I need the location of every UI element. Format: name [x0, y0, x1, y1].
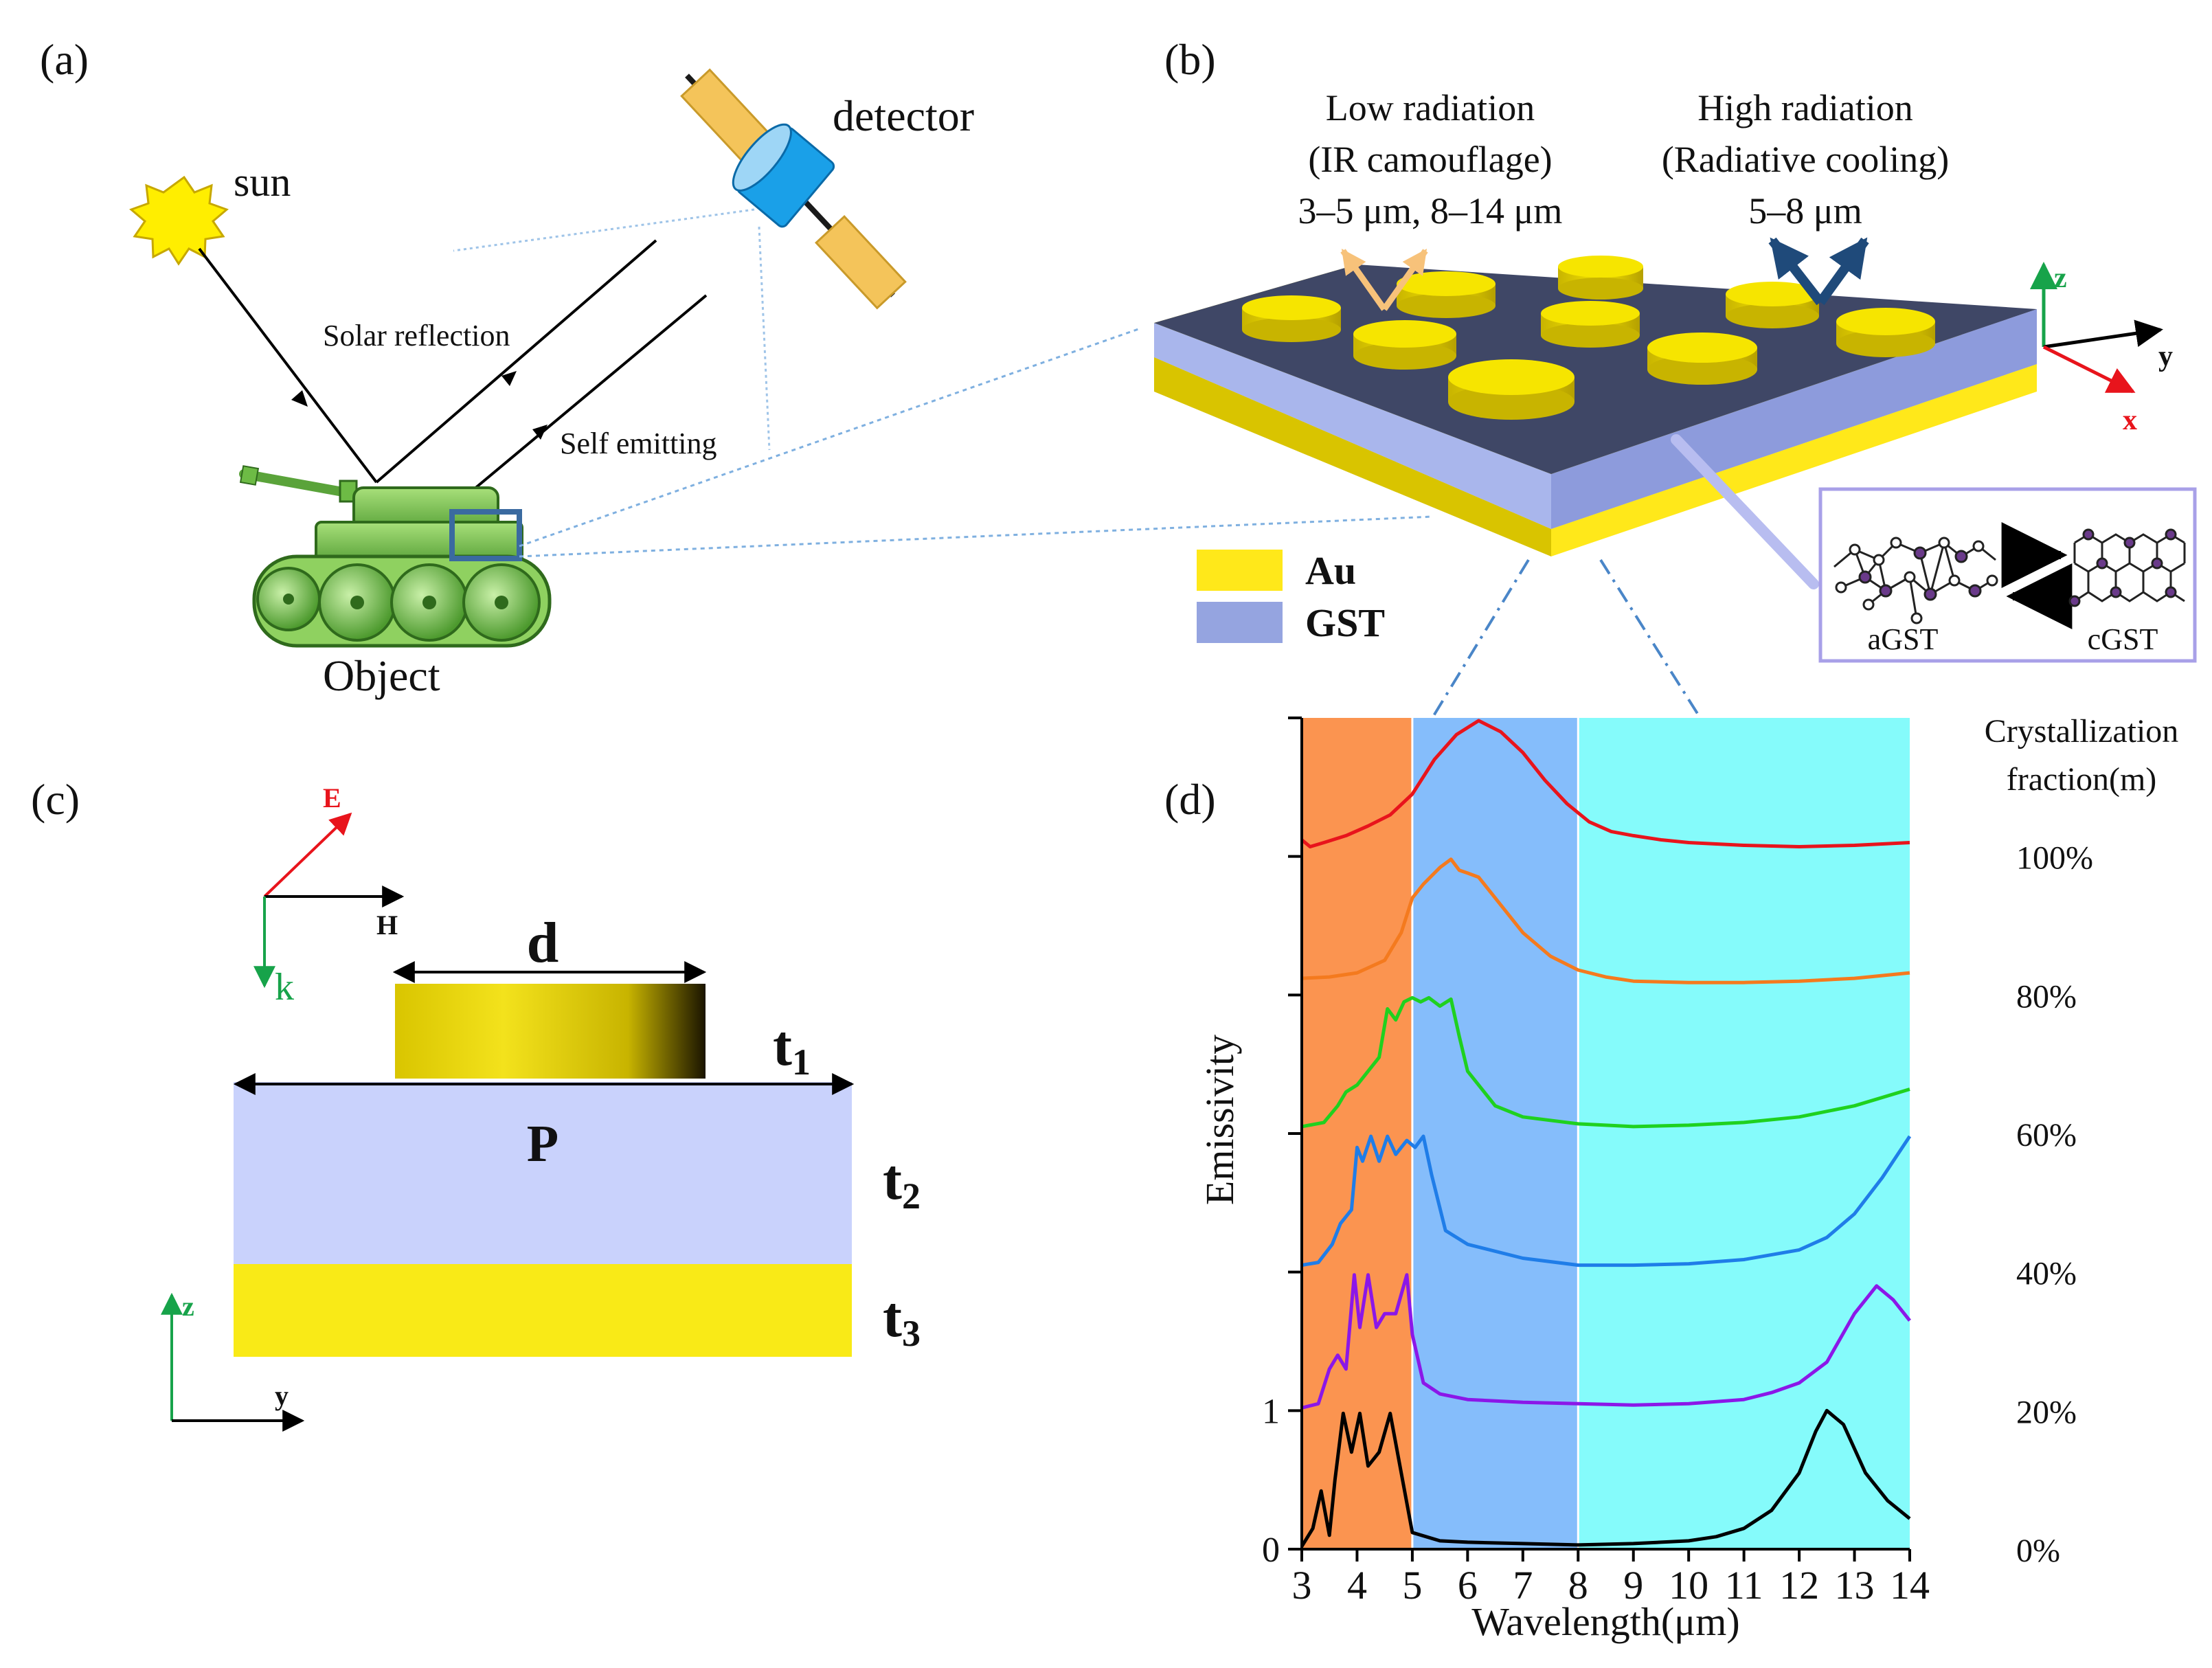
au-discs: [1242, 256, 1935, 420]
axis-y-label: y: [2158, 341, 2173, 372]
y-tick-label: 0: [1262, 1531, 1280, 1570]
curve-100pct: [1300, 719, 1910, 848]
x-tick-label: 5: [1402, 1563, 1422, 1608]
solar-reflection-label: Solar reflection: [323, 319, 510, 352]
P-label: P: [527, 1115, 558, 1173]
fraction-label: 40%: [2016, 1256, 2077, 1292]
d-label: d: [527, 911, 559, 975]
aGST-label: aGST: [1868, 622, 1939, 656]
gst-spacer: [234, 1082, 852, 1264]
crystalline-lattice-icon: [2068, 528, 2186, 607]
t1-label: t1: [773, 1014, 811, 1083]
legend-au: Au: [1305, 548, 1356, 593]
fraction-label: 80%: [2016, 978, 2077, 1015]
low-radiation-line-2: (IR camouflage): [1308, 139, 1552, 180]
panel-d-label: (d): [1164, 775, 1216, 824]
panel-a-label: (a): [40, 35, 89, 84]
panel-b-label: (b): [1164, 35, 1216, 84]
coordinate-axes-c: z y: [161, 1291, 305, 1432]
band-5-8: [1412, 718, 1579, 1549]
curve-80pct: [1301, 857, 1910, 984]
legend-title-line-1: Crystallization: [1985, 713, 2179, 750]
gst-layer: [1154, 323, 1551, 529]
self-emitting-label: Self emitting: [560, 427, 717, 460]
curve-20pct: [1301, 1273, 1911, 1410]
legend-swatch-au: [1197, 550, 1283, 591]
amorphous-lattice-icon: [1833, 537, 1998, 624]
high-radiation-line-1: High radiation: [1697, 87, 1912, 128]
field-vectors: E H k: [253, 782, 405, 1008]
t3-label: t3: [883, 1285, 921, 1354]
x-tick-label: 7: [1513, 1563, 1533, 1608]
fraction-label: 0%: [2016, 1533, 2060, 1569]
axis-z-label-c: z: [182, 1291, 194, 1322]
zoom-box: [449, 509, 522, 561]
object-label: Object: [323, 651, 440, 700]
H-label: H: [376, 910, 398, 940]
high-radiation-line-2: (Radiative cooling): [1662, 139, 1949, 180]
t2-label: t2: [883, 1148, 921, 1217]
legend-swatch-gst: [1197, 602, 1283, 643]
fraction-label: 60%: [2016, 1117, 2077, 1153]
panel-a: (a) sun detector Solar reflection Self e: [40, 35, 1433, 700]
x-tick-label: 13: [1835, 1563, 1875, 1608]
axis-y-label-c: y: [275, 1380, 289, 1411]
legend-gst: GST: [1305, 600, 1385, 645]
panel-b: (b) Low radiation (IR camouflage) 3–5 μm…: [1154, 35, 2197, 719]
x-tick-label: 3: [1292, 1563, 1312, 1608]
au-disc-cross-section: [395, 984, 706, 1079]
band-3-5: [1302, 718, 1412, 1549]
x-tick-label: 10: [1669, 1563, 1708, 1608]
tank-icon: [239, 465, 552, 648]
y-axis-label: Emissivity: [1197, 1035, 1242, 1205]
x-tick-label: 11: [1725, 1563, 1763, 1608]
au-back-reflector: [234, 1264, 852, 1357]
x-axis-label: Wavelength(μm): [1471, 1599, 1739, 1644]
x-tick-label: 12: [1779, 1563, 1819, 1608]
E-label: E: [323, 782, 341, 813]
x-tick-label: 6: [1458, 1563, 1478, 1608]
y-tick-label: 1: [1262, 1392, 1280, 1431]
band-8-14: [1578, 718, 1910, 1549]
curve-60pct: [1301, 995, 1910, 1129]
detector-label: detector: [833, 91, 974, 140]
x-tick-label: 9: [1623, 1563, 1643, 1608]
fraction-label: 20%: [2016, 1394, 2077, 1430]
satellite-icon: [680, 68, 907, 310]
curve-40pct: [1301, 1134, 1912, 1267]
panel-c: (c) E H k d P t1 t2 t3 z y: [31, 775, 921, 1432]
sun-label: sun: [234, 159, 291, 205]
fraction-label: 100%: [2016, 840, 2093, 877]
x-tick-label: 4: [1347, 1563, 1367, 1608]
phase-change-inset: aGST cGST: [1818, 487, 2197, 663]
axis-z-label: z: [2054, 262, 2067, 294]
low-radiation-line-1: Low radiation: [1326, 87, 1535, 128]
coordinate-axes-b: z y x: [2030, 262, 2173, 436]
cGST-label: cGST: [2088, 622, 2158, 656]
k-label: k: [275, 966, 294, 1008]
phase-arrows: [2001, 522, 2073, 629]
panel-c-label: (c): [31, 775, 80, 824]
low-radiation-line-3: 3–5 μm, 8–14 μm: [1298, 190, 1563, 232]
curve-0pct: [1300, 1408, 1911, 1548]
x-tick-label: 8: [1568, 1563, 1588, 1608]
high-radiation-line-3: 5–8 μm: [1748, 190, 1862, 232]
axis-x-label: x: [2123, 405, 2137, 436]
x-tick-label: 14: [1890, 1563, 1930, 1608]
material-legend: Au GST: [1197, 548, 1385, 645]
legend-title-line-2: fraction(m): [2007, 761, 2157, 798]
sun-icon: [129, 175, 229, 266]
